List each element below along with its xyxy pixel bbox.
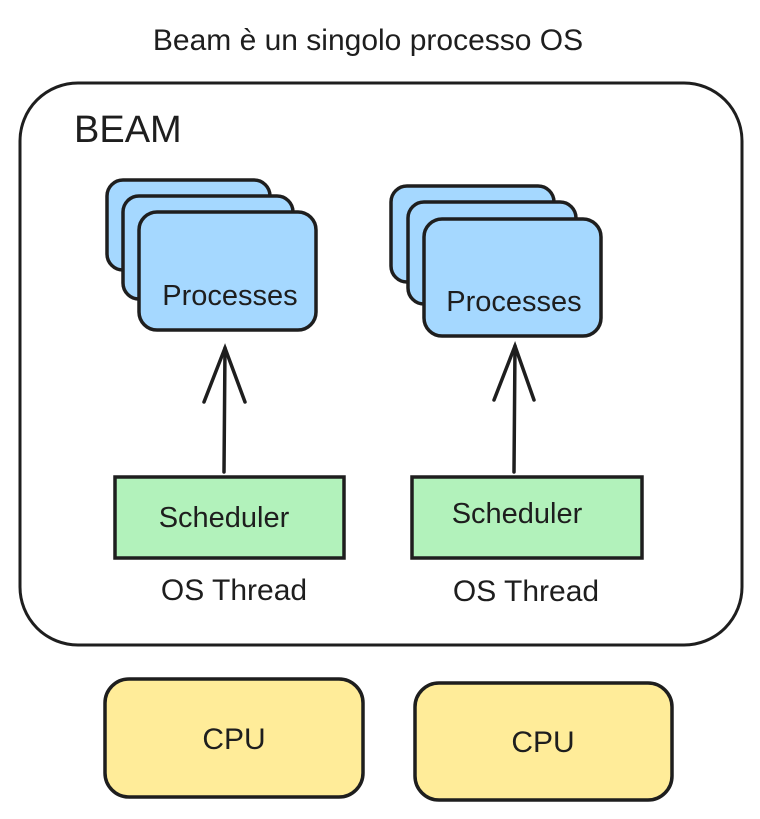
cpu-label: CPU [202, 723, 265, 756]
os-thread-label: OS Thread [453, 575, 599, 608]
column-2: Processes Scheduler OS Thread [389, 184, 644, 608]
scheduler-label: Scheduler [159, 502, 290, 534]
scheduler-box-1 [113, 475, 346, 560]
cpu-2: CPU [413, 681, 674, 802]
beam-container [18, 81, 744, 647]
cpu-1: CPU [103, 677, 365, 799]
process-stack-1: Processes [105, 178, 318, 332]
process-card-front [137, 210, 318, 332]
arrow-up-2 [492, 340, 536, 474]
beam-label: BEAM [74, 109, 182, 151]
cpu-box-1 [103, 677, 365, 799]
scheduler-box-2 [410, 475, 644, 560]
diagram-title: Beam è un singolo processo OS [153, 24, 583, 57]
os-thread-label: OS Thread [161, 574, 307, 607]
processes-label: Processes [446, 286, 581, 318]
processes-label: Processes [162, 280, 297, 312]
cpu-box-2 [413, 681, 674, 802]
scheduler-label: Scheduler [452, 498, 583, 530]
process-stack-2: Processes [389, 184, 603, 338]
process-card-front [422, 217, 603, 338]
cpu-label: CPU [511, 726, 574, 759]
arrow-up-1 [202, 343, 247, 474]
column-1: Processes Scheduler OS Thread [105, 178, 346, 607]
